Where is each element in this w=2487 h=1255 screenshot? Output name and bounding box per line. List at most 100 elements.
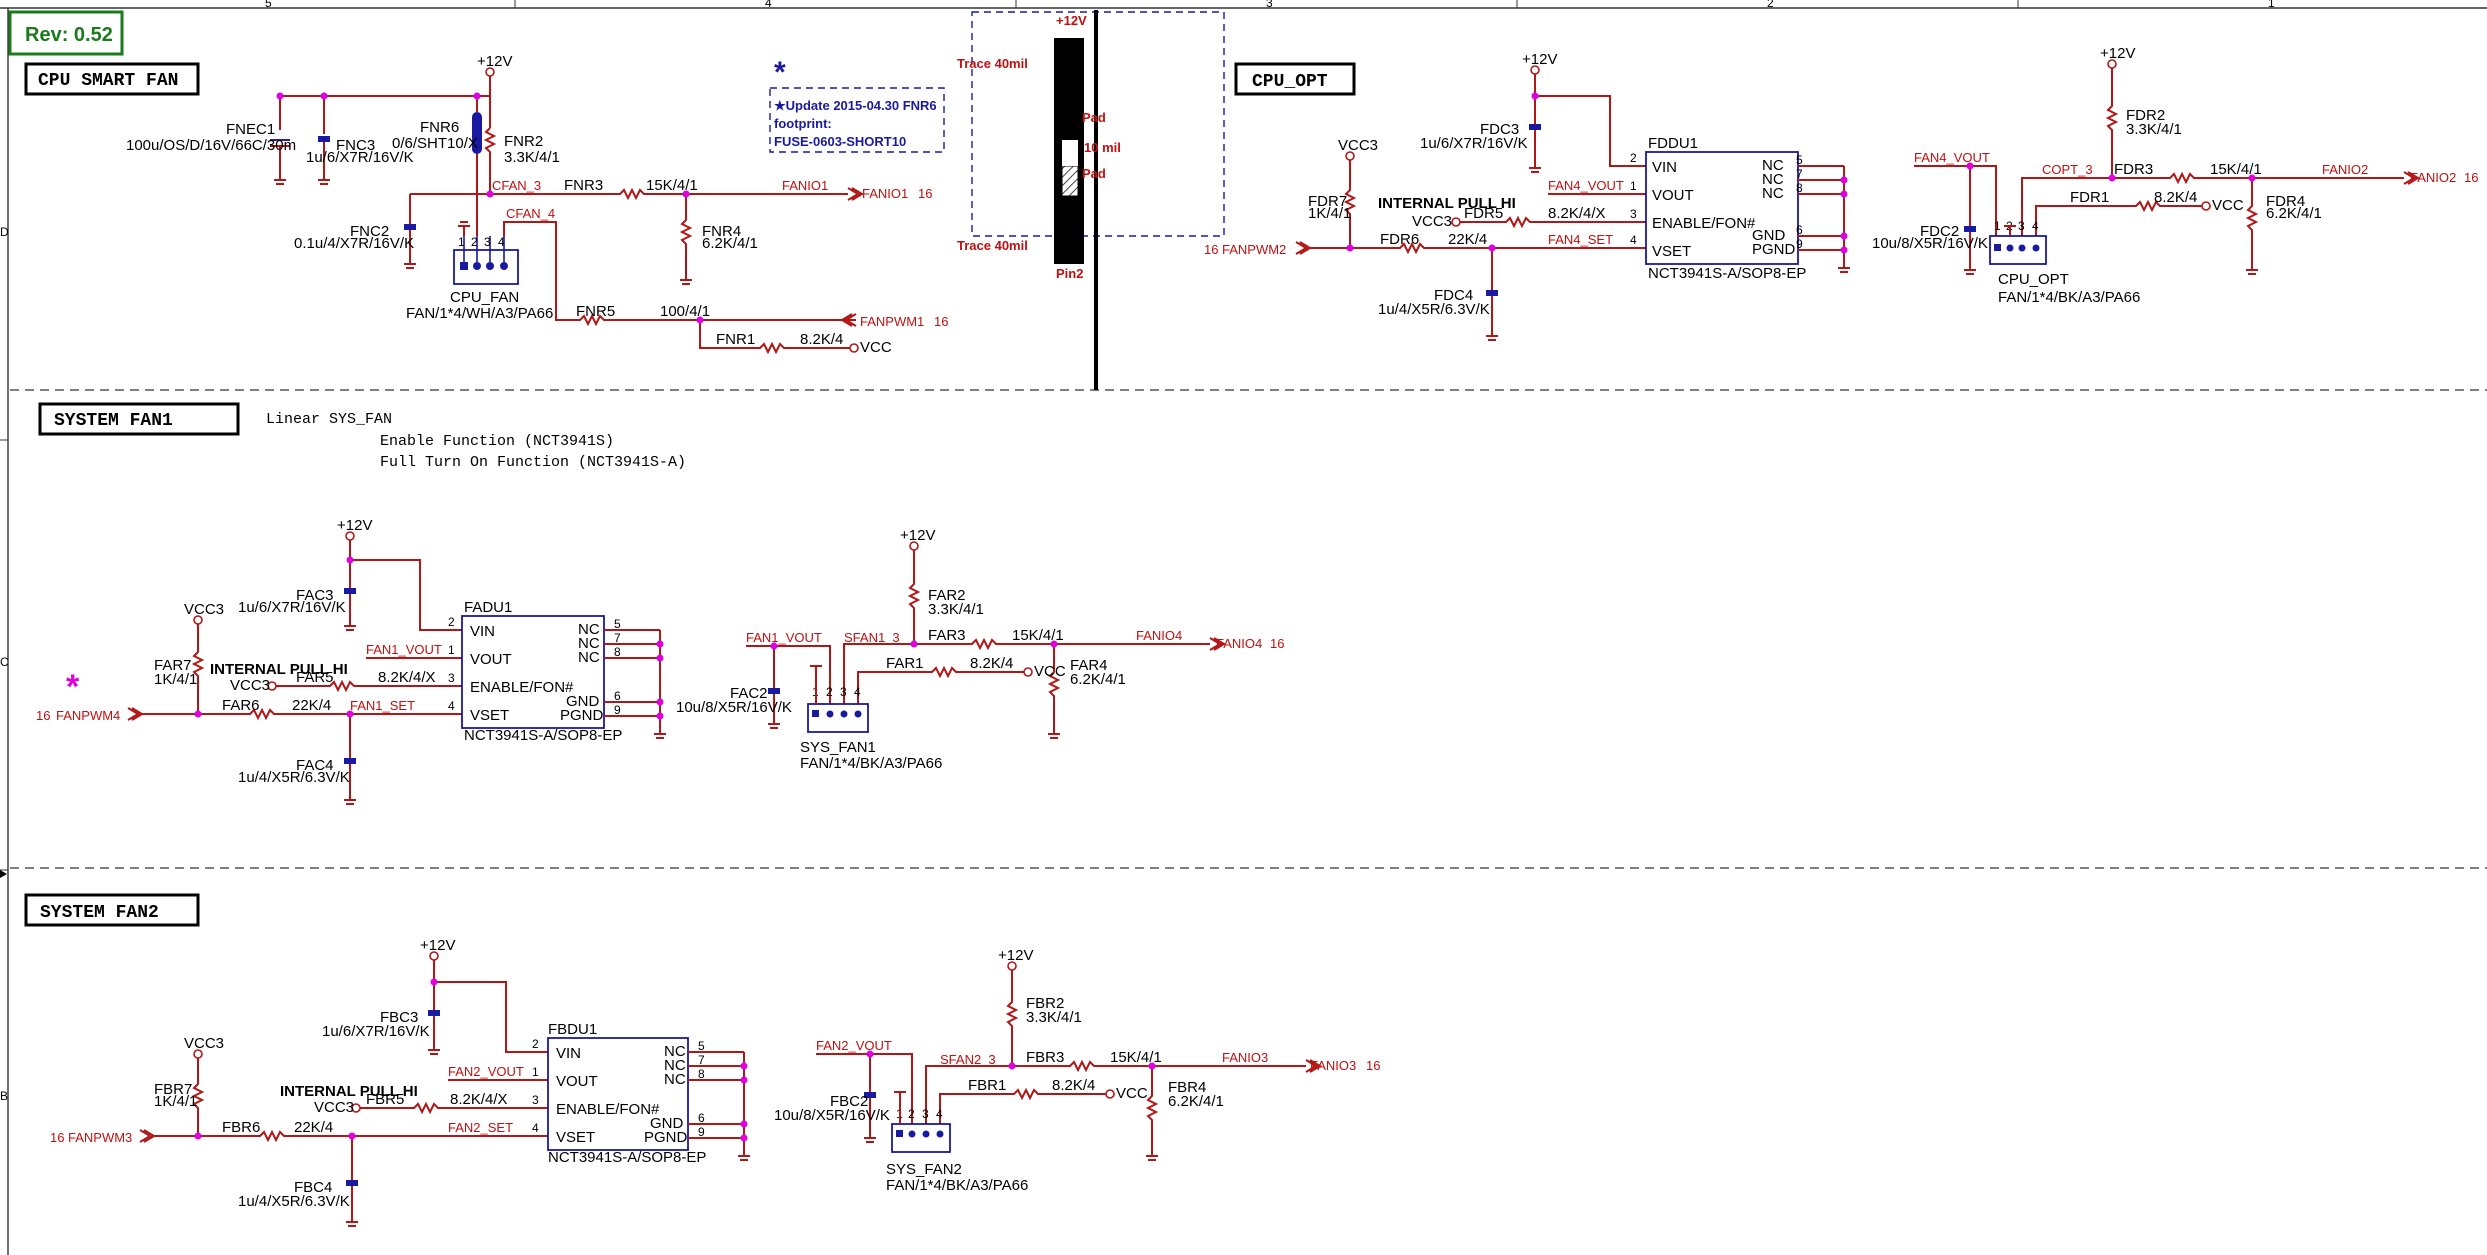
far1-vcc: VCC (1034, 663, 1066, 680)
update-note: * ★Update 2015-04.30 FNR6 footprint: FUS… (769, 56, 945, 153)
net-fan2-set: FAN2_SET (448, 1120, 513, 1135)
fbdu1-left-4: VSET (556, 1129, 595, 1146)
fbc3-ref: FBC3 (380, 1009, 418, 1026)
net-fan1-set: FAN1_SET (350, 698, 415, 713)
zone-number-2: 2 (1767, 0, 1774, 10)
cpu-smart-fan-circuit: +12V FNEC1 100u/OS/D/16V/66C/30m FNC3 1u… (126, 53, 948, 356)
fnc2-value: 0.1u/4/X7R/16V/K (294, 235, 414, 252)
section-title-system-fan2: SYSTEM FAN2 (24, 893, 200, 927)
revision-text: Rev: 0.52 (25, 24, 113, 46)
fbdu1-ref: FBDU1 (548, 1021, 597, 1038)
sys-fan2-connector (891, 1123, 951, 1153)
fbc2-value: 10u/8/X5R/16V/K (774, 1107, 890, 1124)
fbdu1-part: NCT3941S-A/SOP8-EP (548, 1149, 706, 1166)
sys-fan2-pin-3: 3 (922, 1107, 929, 1121)
far5-ref: FAR5 (296, 669, 334, 686)
fnr1-vcc: VCC (860, 339, 892, 356)
fbc3-value: 1u/6/X7R/16V/K (322, 1023, 430, 1040)
fddu1-left-3: ENABLE/FON# (1652, 215, 1756, 232)
fadu1-pin-labels: VIN VOUT ENABLE/FON# VSET 2 1 3 4 NC NC … (448, 615, 621, 724)
sys-fan1-star: * (66, 668, 80, 706)
linear-sys-fan-note: Linear SYS_FAN Enable Function (NCT3941S… (266, 411, 686, 471)
net-fanio4: FANIO4 (1136, 628, 1182, 643)
fbdu1-pin-8: 8 (698, 1067, 705, 1081)
cpu-opt-12v: +12V (1522, 51, 1557, 68)
section-title-cpu-smart-fan: CPU SMART FAN (24, 62, 200, 96)
zone-number-5: 5 (265, 0, 272, 10)
far2-ref: FAR2 (928, 587, 966, 604)
linear-title: Linear SYS_FAN (266, 411, 392, 428)
section-title-system-fan1-text: SYSTEM FAN1 (54, 411, 173, 431)
fadu1-pin-7: 7 (614, 631, 621, 645)
cpu-opt-circuit: +12V FDC3 1u/6/X7R/16V/K VCC3 FDR7 1K/4/… (1204, 45, 2478, 341)
section-title-cpu-opt-text: CPU_OPT (1252, 72, 1328, 92)
fddu1-pin-8: 8 (1796, 181, 1803, 195)
fddu1-right-4: GND (1752, 227, 1786, 244)
fbr1-vcc: VCC (1116, 1085, 1148, 1102)
fadu1-left-2: VOUT (470, 651, 512, 668)
section-title-system-fan1: SYSTEM FAN1 (38, 402, 240, 436)
cpu-fan-pin-1: 1 (458, 235, 465, 249)
cpu-fan-conn-value: FAN/1*4/WH/A3/PA66 (406, 305, 553, 322)
fadu1-left-4: VSET (470, 707, 509, 724)
fbdu1-pin-9: 9 (698, 1125, 705, 1139)
fdr1-ref: FDR1 (2070, 189, 2109, 206)
trace-pad-2: Pad (1082, 166, 1106, 181)
fbdu1-pin-4: 4 (532, 1121, 539, 1135)
fadu1-pin-4: 4 (448, 699, 455, 713)
section-title-cpu-smart-fan-text: CPU SMART FAN (38, 71, 178, 91)
far1-value: 8.2K/4 (970, 655, 1013, 672)
fadu1-right-5: PGND (560, 707, 604, 724)
offpage-fanio2: FANIO2 (2410, 170, 2456, 185)
offpage-fanpwm1: FANPWM1 (860, 314, 924, 329)
sys-fan2-pin-2: 2 (908, 1107, 915, 1121)
fnr2-value: 3.3K/4/1 (504, 149, 560, 166)
fbr2-ref: FBR2 (1026, 995, 1064, 1012)
fdr7-ref: FDR7 (1308, 193, 1347, 210)
fnr6-ref: FNR6 (420, 119, 459, 136)
offpage-fanio4-page: 16 (1270, 636, 1284, 651)
trace-bottom-label: Trace 40mil (957, 238, 1028, 253)
trace-footprint-drawing: +12V Trace 40mil Trace 40mil Pad Pad 10 … (957, 10, 1225, 390)
fdr7-value: 1K/4/1 (1308, 205, 1351, 222)
sys-fan1-pin-4: 4 (854, 685, 861, 699)
sys-fan1-12v-b: +12V (900, 527, 935, 544)
fbdu1-pin-1: 1 (532, 1065, 539, 1079)
sys-fan2-pwm: FANPWM3 (68, 1130, 132, 1145)
fddu1-pin-2: 2 (1630, 151, 1637, 165)
cpu-opt-conn-ref: CPU_OPT (1998, 271, 2069, 288)
revision-badge: Rev: 0.52 (8, 10, 124, 56)
fadu1-left-1: VIN (470, 623, 495, 640)
fac2-symbol (768, 688, 780, 694)
fadu1-ref: FADU1 (464, 599, 512, 616)
fbc4-ref: FBC4 (294, 1179, 332, 1196)
sys-fan1-pwm-page: 16 (36, 708, 50, 723)
fbr3-ref: FBR3 (1026, 1049, 1064, 1066)
fdc2-value: 10u/8/X5R/16V/K (1872, 235, 1988, 252)
cpu-opt-pin-3: 3 (2018, 219, 2025, 233)
fddu1-pin-labels: VIN VOUT ENABLE/FON# VSET 2 1 3 4 NC NC … (1630, 151, 1803, 260)
cpu-opt-pin-1: 1 (1994, 219, 2001, 233)
cpu-opt-pull-hi: INTERNAL PULL HI (1378, 195, 1516, 212)
cpu-opt-pin-4: 4 (2032, 219, 2039, 233)
sys-fan2-12v: +12V (420, 937, 455, 954)
fadu1-right-2: NC (578, 635, 600, 652)
fnec1-value: 100u/OS/D/16V/66C/30m (126, 137, 296, 154)
fadu1-pin-2: 2 (448, 615, 455, 629)
fbr6-value: 22K/4 (294, 1119, 333, 1136)
fnr6-value: 0/6/SHT10/X (392, 135, 478, 152)
fbdu1-ic (547, 1037, 689, 1151)
fac3-symbol (344, 588, 356, 594)
net-fan1-vout-2: FAN1_VOUT (746, 630, 822, 645)
trace-gap-label: 10 mil (1084, 140, 1121, 155)
sys-fan1-conn-ref: SYS_FAN1 (800, 739, 876, 756)
fbdu1-pin-5: 5 (698, 1039, 705, 1053)
fbr1-value: 8.2K/4 (1052, 1077, 1095, 1094)
fddu1-pin-1: 1 (1630, 179, 1637, 193)
sys-fan1-conn-value: FAN/1*4/BK/A3/PA66 (800, 755, 942, 772)
cpu-fan-pin-2: 2 (471, 235, 478, 249)
section-title-system-fan2-text: SYSTEM FAN2 (40, 903, 159, 923)
fddu1-pin-9: 9 (1796, 237, 1803, 251)
fadu1-pin-8: 8 (614, 645, 621, 659)
